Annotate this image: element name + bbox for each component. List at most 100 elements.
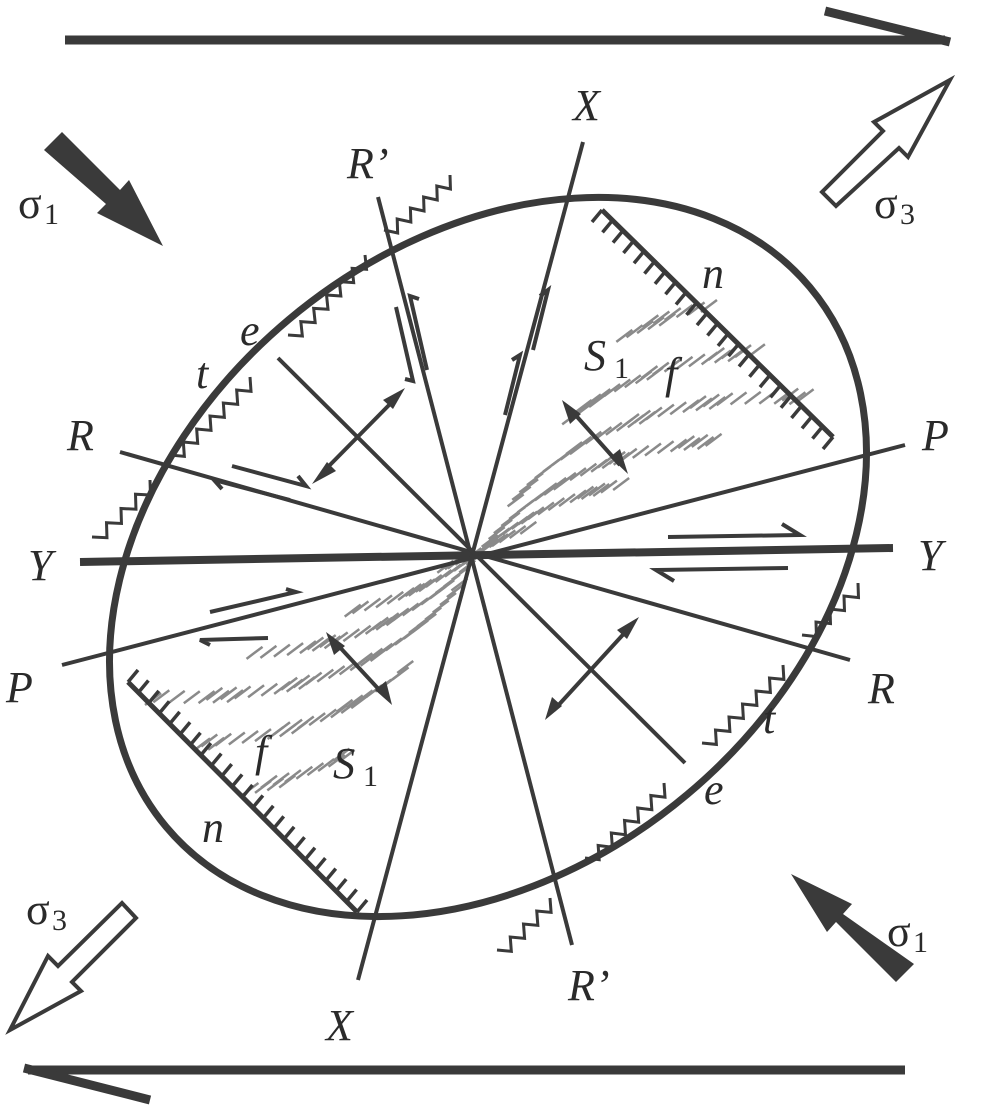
svg-text:S: S — [584, 331, 606, 380]
foliation-dash — [592, 482, 610, 497]
foliation-dash — [404, 583, 423, 598]
foliation-dash — [411, 597, 429, 612]
svg-text:σ: σ — [18, 179, 42, 228]
foliation-dash — [345, 694, 364, 709]
foliation-dash — [547, 497, 566, 512]
foliation-dash — [498, 529, 517, 544]
foliation-dash — [233, 685, 252, 700]
foliation-dash — [371, 616, 390, 631]
tension-gash — [701, 664, 786, 747]
foliation-dash — [386, 590, 405, 605]
foliation-dash — [273, 643, 291, 658]
normal-fault-tick — [685, 301, 698, 316]
label-sigma1-top-left: σ 1 — [18, 179, 59, 231]
foliation-dash — [408, 619, 426, 634]
foliation-dash — [644, 442, 662, 457]
normal-fault-tick — [230, 773, 244, 788]
sigma1-arrow-top-left — [44, 132, 163, 246]
double-arrows — [312, 388, 639, 720]
normal-fault-tick — [199, 742, 213, 757]
label-f-lower: f — [255, 727, 273, 776]
foliation-dash — [306, 762, 325, 777]
foliation-dash — [527, 506, 545, 521]
foliation-dash — [677, 435, 696, 450]
foliation-dash — [500, 512, 519, 527]
foliation-dash — [641, 314, 660, 329]
foliation-dash — [669, 438, 688, 453]
line-p — [61, 443, 906, 667]
foliation-dash — [350, 695, 368, 710]
sigma3-arrow-bottom-left — [5, 900, 139, 1035]
foliation-dash — [319, 708, 337, 723]
foliation-dash — [656, 440, 675, 455]
foliation-dash — [633, 409, 652, 424]
foliation-dash — [620, 447, 638, 462]
normal-fault-tick — [716, 332, 730, 347]
foliation-dash — [259, 644, 278, 659]
foliation-dash — [715, 392, 734, 407]
normal-fault-tick — [157, 700, 171, 715]
foliation-dash — [295, 765, 314, 780]
label-e-lower: e — [704, 765, 724, 814]
foliation-dash — [304, 671, 323, 686]
foliation-dash — [285, 718, 303, 733]
foliation-dash — [605, 421, 623, 436]
normal-fault-tick — [779, 394, 793, 409]
foliation-dash — [615, 328, 634, 343]
normal-fault-tick — [674, 291, 688, 306]
foliation-dash — [517, 511, 535, 526]
foliation-dash — [365, 647, 384, 662]
foliation-dash — [645, 406, 663, 421]
label-r-prime-bottom: R’ — [567, 961, 610, 1010]
foliation-dash — [625, 324, 644, 339]
foliation-dash — [297, 715, 315, 730]
foliation-dash — [707, 346, 725, 361]
normal-fault-tick — [334, 877, 348, 893]
foliation-dash — [729, 391, 748, 406]
tension-gash — [169, 376, 253, 459]
normal-fault-tick — [758, 373, 772, 389]
foliation-dash — [197, 690, 216, 705]
label-t-upper: t — [196, 349, 210, 398]
label-r-prime-top: R’ — [346, 139, 389, 188]
foliation-dash — [565, 441, 583, 456]
normal-fault-tick — [590, 208, 604, 224]
label-y-left: Y — [28, 541, 57, 590]
label-p-left: P — [5, 663, 33, 712]
foliation-dash — [559, 471, 577, 486]
svg-text:σ: σ — [874, 179, 898, 228]
foliation-dash — [327, 665, 346, 680]
normal-fault-tick — [303, 846, 317, 861]
foliation-dash — [704, 432, 723, 447]
label-sigma3-bottom-left: σ 3 — [26, 885, 67, 937]
normal-fault-tick — [737, 353, 751, 368]
foliation-dash — [375, 594, 393, 609]
foliation-dash — [569, 489, 587, 504]
foliation-dash — [308, 712, 326, 727]
foliation-dash — [631, 444, 650, 459]
foliation-dash — [247, 684, 265, 699]
foliation-dash — [183, 690, 201, 705]
foliation-dash — [574, 435, 593, 450]
foliation-dash — [212, 689, 230, 704]
normal-fault-tick — [189, 731, 202, 746]
normal-fault-tick — [821, 435, 835, 451]
foliation-dash — [640, 365, 659, 380]
foliation-dash — [508, 524, 527, 539]
bottom-shear-arrow — [22, 1063, 905, 1105]
foliation-dash — [343, 603, 362, 618]
label-x-bottom: X — [324, 1001, 355, 1050]
foliation-dash — [318, 634, 337, 649]
foliation-dash — [260, 774, 278, 789]
label-s1-lower: S 1 — [333, 739, 378, 793]
label-t-lower: t — [763, 694, 777, 743]
normal-fault-tick — [147, 689, 161, 705]
normal-fault-tick — [261, 804, 275, 820]
foliation-dash — [743, 390, 762, 405]
foliation-dash — [675, 304, 694, 319]
label-sigma3-top-right: σ 3 — [874, 179, 915, 231]
foliation-dash — [580, 486, 599, 501]
tension-gash — [801, 582, 861, 639]
normal-fault-tick — [790, 404, 803, 420]
normal-fault-tick — [622, 239, 635, 255]
